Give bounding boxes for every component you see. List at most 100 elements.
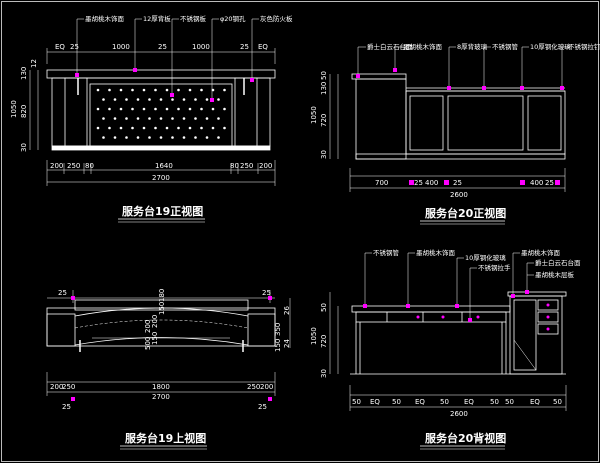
front20-left-dim-2: 130 xyxy=(320,82,328,95)
panel-hole xyxy=(171,98,174,101)
front19-left-dim-2: 820 xyxy=(20,105,28,118)
back20-bot-dim-2: 50 xyxy=(392,398,401,406)
panel-hole xyxy=(205,117,209,120)
front20-view xyxy=(329,46,569,192)
panel-hole xyxy=(188,107,192,111)
back20-left-dim-3: 30 xyxy=(320,369,328,378)
back20-ann-0: 不锈钢管 xyxy=(373,248,400,257)
back20-bot-dim-7: 50 xyxy=(505,398,514,406)
top19-mid-dim-0: 500 xyxy=(144,337,152,350)
panel-hole xyxy=(154,107,157,111)
top19-bot-dim-0: 200 xyxy=(50,383,63,391)
back20-leaders xyxy=(364,252,534,320)
front20-overall: 2600 xyxy=(450,191,468,199)
panel-hole xyxy=(108,107,111,111)
panel-hole xyxy=(131,126,134,130)
front19-top-dim-2: 1000 xyxy=(112,43,130,51)
panel-hole xyxy=(148,136,151,139)
panel-hole xyxy=(200,88,203,92)
front19-bot-dim-4: 80 xyxy=(230,162,239,170)
back20-bot-dim-8: EQ xyxy=(530,398,540,406)
front19-left-dim-4: 12 xyxy=(30,59,38,68)
back20-left-dim-0: 1050 xyxy=(310,327,318,345)
back20-view xyxy=(329,252,567,411)
top19-right-dim-0: 350 xyxy=(274,323,282,336)
panel-hole xyxy=(136,136,140,139)
panel-hole xyxy=(188,88,192,92)
front20-bot-dim-4: 400 xyxy=(530,179,543,187)
front19-texts: 墨胡桃木饰面 12厚背板 不锈钢板 φ20钢孔 灰色防火板 EQ 25 1000… xyxy=(10,14,293,218)
front19-markers xyxy=(75,68,254,102)
front20-ann-4: 10厚钢化玻璃 xyxy=(530,42,571,51)
front20-ann-2: 8厚背玻璃 xyxy=(457,42,488,51)
top19-mid-dim-3: 200 xyxy=(151,315,159,328)
panel-hole xyxy=(200,107,203,111)
front19-top-dim-6: EQ xyxy=(258,43,268,51)
panel-hole xyxy=(102,98,105,101)
top19-view xyxy=(46,290,291,396)
back20-left-dim-1: 720 xyxy=(320,335,328,348)
panel-hole xyxy=(154,88,157,92)
panel-hole xyxy=(165,107,169,111)
front20-texts: 爵士白云石台面 墨胡桃木饰面 8厚背玻璃 不锈钢管 10厚钢化玻璃 不锈钢拉钉 … xyxy=(310,42,600,220)
front19-title: 服务台19正视图 xyxy=(122,204,203,218)
top19-mid-dim-4: 150 xyxy=(158,302,166,315)
back20-bot-dim-9: 50 xyxy=(553,398,562,406)
back20-title: 服务台20背视图 xyxy=(425,431,506,445)
front20-markers xyxy=(356,68,564,185)
panel-hole xyxy=(148,117,151,120)
front19-ann-2: 不锈钢板 xyxy=(180,14,207,23)
top19-bot-dim-3: 250 xyxy=(247,383,260,391)
front19-bot-dim-0: 200 xyxy=(50,162,63,170)
front20-ann-1: 墨胡桃木饰面 xyxy=(403,42,443,51)
top19-mid-dim-5: 180 xyxy=(158,289,166,302)
panel-hole xyxy=(194,117,197,120)
back20-markers xyxy=(363,290,550,331)
top19-right-dim-1: 26 xyxy=(283,306,291,315)
panel-hole xyxy=(154,126,157,130)
panel-hole xyxy=(177,126,180,130)
panel-hole xyxy=(142,126,146,130)
panel-hole xyxy=(182,136,186,139)
back20-texts: 不锈钢管 墨胡桃木饰面 10厚钢化玻璃 不锈钢拉手 墨胡桃木饰面 爵士白云石台面… xyxy=(310,248,581,445)
front20-bot-dim-2: 400 xyxy=(425,179,438,187)
front20-bot-dim-0: 700 xyxy=(375,179,388,187)
front19-top-dim-4: 1000 xyxy=(192,43,210,51)
panel-hole xyxy=(136,98,140,101)
panel-hole xyxy=(205,136,209,139)
front20-bot-dim-5: 25 xyxy=(545,179,554,187)
panel-hole xyxy=(113,117,117,120)
front20-leaders xyxy=(357,46,569,90)
front19-ann-3: φ20钢孔 xyxy=(220,15,246,23)
front19-view xyxy=(29,18,276,186)
front19-ann-4: 灰色防火板 xyxy=(260,14,293,23)
panel-hole xyxy=(194,136,197,139)
front20-ann-5: 不锈钢拉钉 xyxy=(568,42,600,51)
panel-hole xyxy=(177,107,180,111)
panel-hole xyxy=(171,136,174,139)
panel-hole xyxy=(159,117,163,120)
panel-hole xyxy=(102,117,105,120)
front20-left-dim-4: 30 xyxy=(320,150,328,159)
top19-top-dim-0: 25 xyxy=(58,289,67,297)
front19-bot-dim-6: 200 xyxy=(259,162,272,170)
panel-hole xyxy=(148,98,151,101)
top19-bot-dim-2: 1800 xyxy=(152,383,170,391)
back20-bot-dim-3: EQ xyxy=(415,398,425,406)
front19-bot-dim-2: 80 xyxy=(85,162,94,170)
back20-ann-3: 不锈钢拉手 xyxy=(478,263,511,272)
front19-bot-dim-3: 1640 xyxy=(155,162,173,170)
panel-hole xyxy=(194,98,197,101)
front19-bot-dim-1: 250 xyxy=(67,162,80,170)
top19-right-dim-2: 150 xyxy=(274,339,282,352)
back20-ann-5: 爵士白云石台面 xyxy=(535,258,581,267)
top19-bot-dim-4: 200 xyxy=(260,383,273,391)
panel-hole xyxy=(136,117,140,120)
panel-hole xyxy=(177,88,180,92)
top19-bot-small-1: 25 xyxy=(258,403,267,411)
front19-overall: 2700 xyxy=(152,174,170,182)
panel-hole xyxy=(171,117,174,120)
top19-overall: 2700 xyxy=(152,393,170,401)
panel-hole xyxy=(119,107,123,111)
